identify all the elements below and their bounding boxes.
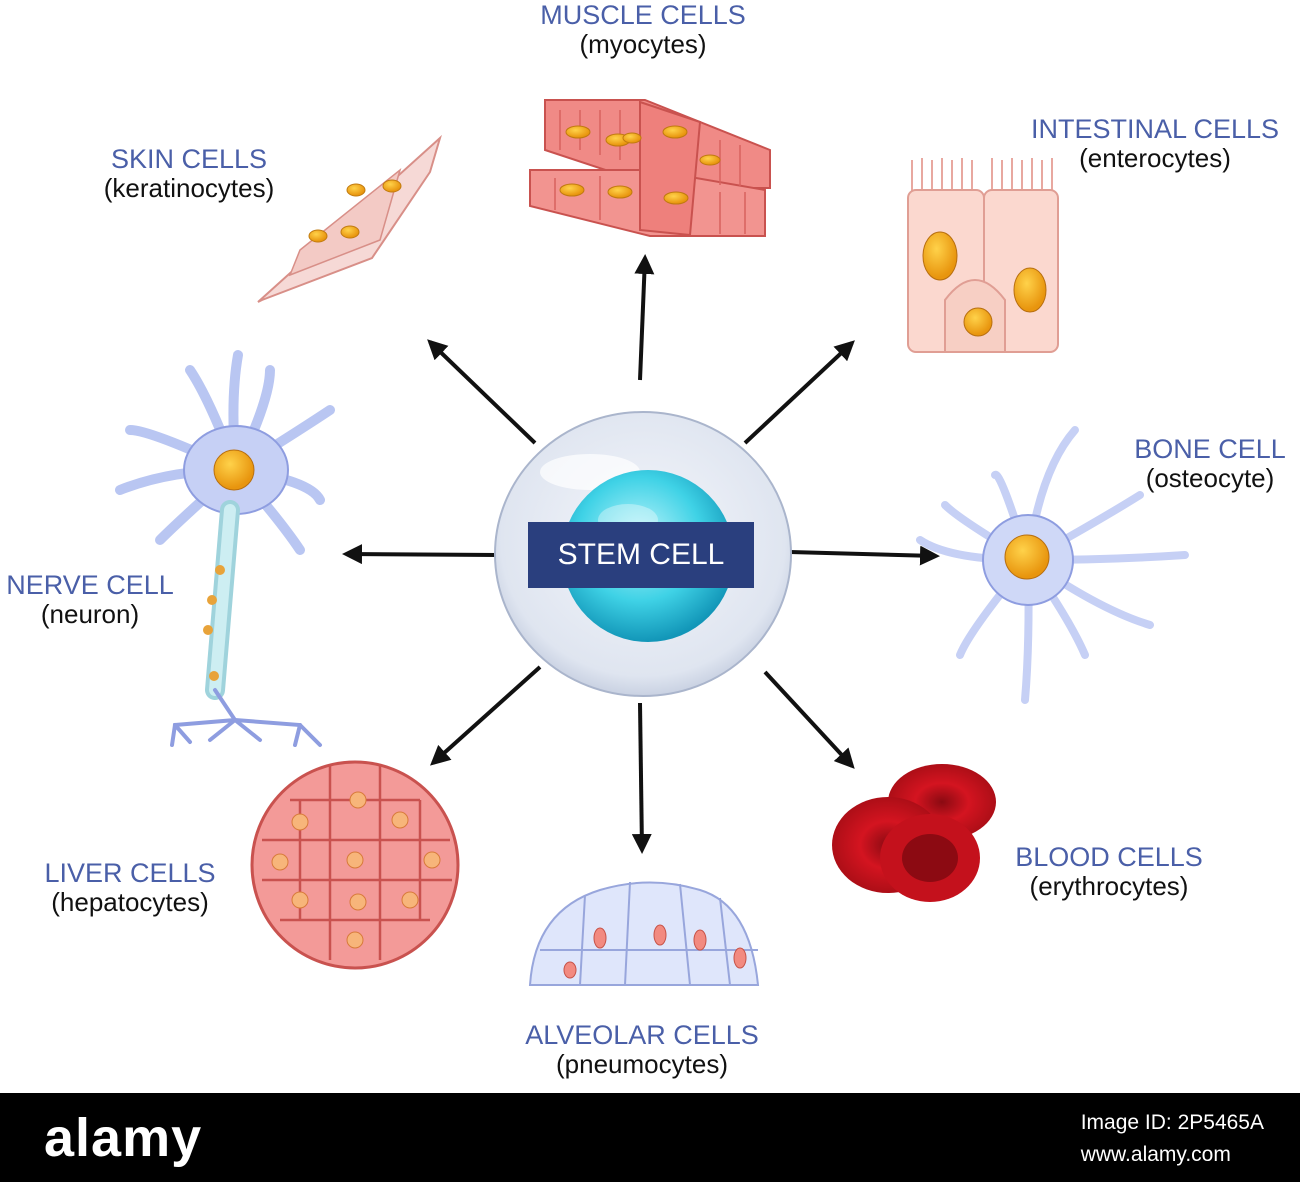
nerve-cell-illustration xyxy=(115,350,335,747)
bone-cell-illustration xyxy=(916,426,1189,704)
nerve-cell-subtitle: (neuron) xyxy=(40,599,140,630)
footer-image-id: Image ID: 2P5465A xyxy=(1080,1111,1264,1134)
intestinal-cells-subtitle: (enterocytes) xyxy=(1079,143,1231,174)
intestinal-cells-illustration xyxy=(907,158,1059,353)
liver-cells-title: LIVER CELLS xyxy=(44,858,216,888)
label-alveolar-cells: ALVEOLAR CELLS (pneumocytes) xyxy=(500,1020,784,1079)
label-liver-cells: LIVER CELLS (hepatocytes) xyxy=(24,858,236,917)
blood-cells-illustration xyxy=(832,764,996,902)
differentiation-arrows xyxy=(342,254,940,854)
diagram-canvas xyxy=(115,99,1189,986)
footer-bar: alamy Image ID: 2P5465A www.alamy.com xyxy=(0,1093,1300,1182)
alveolar-cells-subtitle: (pneumocytes) xyxy=(556,1049,728,1080)
blood-cells-subtitle: (erythrocytes) xyxy=(1029,871,1189,902)
skin-cells-subtitle: (keratinocytes) xyxy=(103,173,275,204)
label-muscle-cells: MUSCLE CELLS (myocytes) xyxy=(520,0,766,59)
arrow-to-skin xyxy=(427,339,537,445)
bone-cell-subtitle: (osteocyte) xyxy=(1145,463,1275,494)
bone-cell-title: BONE CELL xyxy=(1134,434,1286,464)
nerve-cell-title: NERVE CELL xyxy=(6,570,174,600)
arrow-to-blood xyxy=(763,670,855,769)
arrow-to-alveolar xyxy=(631,702,652,854)
muscle-cells-illustration xyxy=(529,99,771,237)
arrow-to-liver xyxy=(430,665,542,766)
footer-meta: Image ID: 2P5465A www.alamy.com xyxy=(1081,1107,1264,1170)
arrow-to-muscle xyxy=(634,254,655,381)
arrow-to-bone xyxy=(789,545,940,566)
label-intestinal-cells: INTESTINAL CELLS (enterocytes) xyxy=(1010,114,1300,173)
footer-brand-logo: alamy xyxy=(44,1108,203,1168)
liver-cells-illustration xyxy=(250,760,460,970)
muscle-cells-title: MUSCLE CELLS xyxy=(540,0,746,30)
alveolar-cells-illustration xyxy=(528,881,760,986)
intestinal-cells-title: INTESTINAL CELLS xyxy=(1030,114,1280,144)
muscle-cells-subtitle: (myocytes) xyxy=(579,29,707,60)
arrow-to-nerve xyxy=(342,544,498,565)
stem-cell-label: STEM CELL xyxy=(528,522,754,588)
skin-cells-illustration xyxy=(257,134,442,303)
label-blood-cells: BLOOD CELLS (erythrocytes) xyxy=(995,842,1223,901)
footer-url: www.alamy.com xyxy=(1080,1142,1231,1166)
liver-cells-subtitle: (hepatocytes) xyxy=(51,887,209,918)
blood-cells-title: BLOOD CELLS xyxy=(1015,842,1203,872)
arrow-to-intestinal xyxy=(743,340,855,445)
skin-cells-title: SKIN CELLS xyxy=(110,144,268,174)
alveolar-cells-title: ALVEOLAR CELLS xyxy=(525,1020,759,1050)
label-bone-cell: BONE CELL (osteocyte) xyxy=(1120,434,1300,493)
label-skin-cells: SKIN CELLS (keratinocytes) xyxy=(86,144,292,203)
label-nerve-cell: NERVE CELL (neuron) xyxy=(0,570,180,629)
